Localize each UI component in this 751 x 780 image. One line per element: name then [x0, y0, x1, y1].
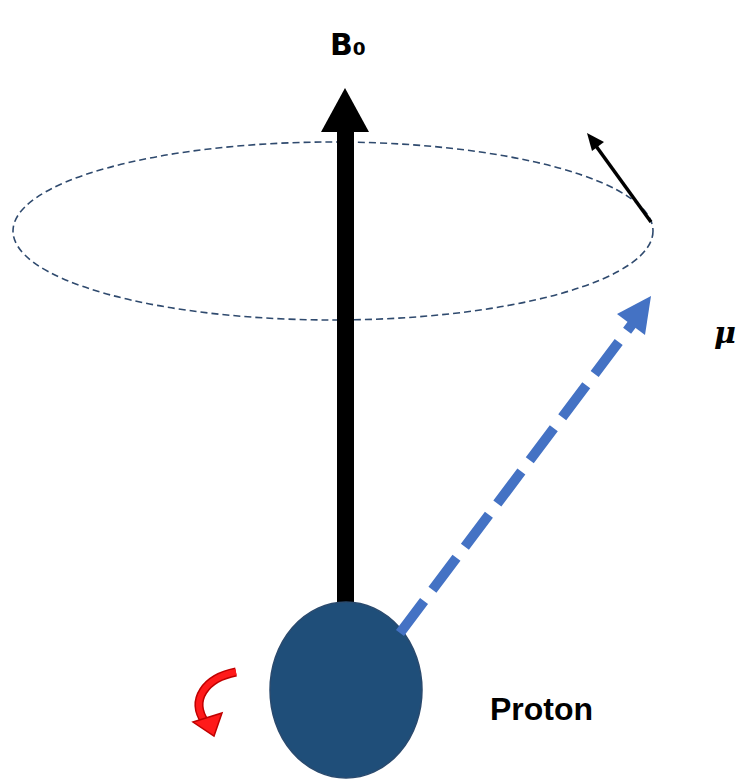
field-label: B₀	[330, 30, 366, 60]
field-arrowhead	[321, 88, 369, 132]
moment-label: μ	[714, 318, 736, 348]
precession-orbit	[13, 142, 653, 320]
precession-direction-head	[587, 133, 604, 151]
proton-label: Proton	[490, 693, 593, 725]
field-shaft	[337, 128, 354, 606]
moment-shaft	[400, 319, 636, 633]
moment-arrowhead	[617, 296, 651, 335]
precession-direction-line	[596, 146, 651, 222]
spin-arrowhead	[193, 713, 222, 736]
